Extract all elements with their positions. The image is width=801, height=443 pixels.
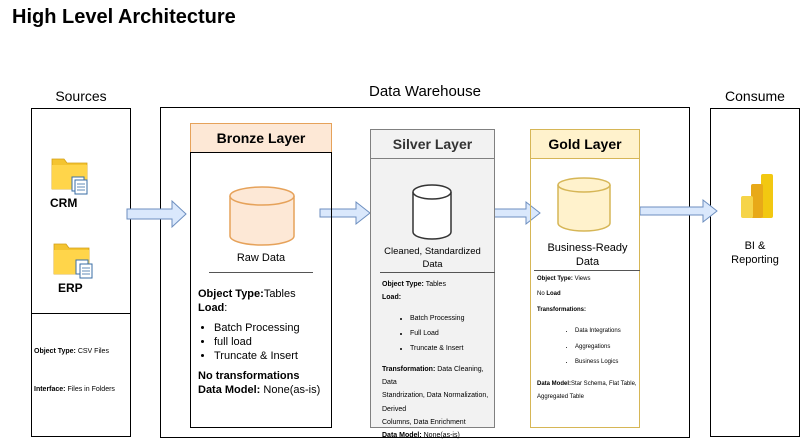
sources-title: Sources [55, 88, 107, 104]
bronze-object-type: Object Type:Tables [198, 288, 296, 300]
silver-transformation: Transformation: Data Cleaning, Data [382, 365, 484, 387]
bronze-layer-header: Bronze Layer [190, 123, 332, 153]
gold-caption: Business-Ready Data [547, 242, 628, 268]
silver-transformation-line: Columns, Data Enrichment [382, 418, 466, 426]
arrow-bronze-to-silver [319, 200, 371, 226]
gold-object-type: Object Type: Views [537, 276, 591, 282]
sources-interface: Interface: Files in Folders [34, 386, 115, 393]
source-crm-label: CRM [50, 196, 78, 210]
gold-transformations: Transformations: [537, 306, 587, 313]
database-icon [412, 184, 452, 240]
consume-title: Consume [725, 88, 785, 104]
bronze-transformations: No transformations [198, 370, 300, 382]
gold-load: No Load [537, 291, 561, 298]
consume-panel [710, 108, 800, 437]
bronze-layer-panel [190, 152, 332, 428]
silver-load-list: Batch Processing Full Load Truncate & In… [382, 311, 494, 357]
list-item: Data Integrations [575, 324, 639, 340]
silver-load: Load: [382, 294, 402, 302]
arrow-gold-to-consume [639, 198, 718, 224]
gold-transform-list: Data Integrations Aggregations Business … [537, 324, 639, 371]
warehouse-panel [160, 107, 690, 438]
source-erp-label: ERP [58, 281, 83, 295]
gold-divider [534, 270, 640, 271]
gold-layer-panel [530, 158, 640, 428]
sources-object-type: Object Type: CSV Files [34, 348, 109, 355]
sources-divider [32, 313, 130, 314]
silver-object-type: Object Type: Tables [382, 281, 446, 288]
warehouse-title: Data Warehouse [368, 83, 481, 100]
bronze-load-list: Batch Processing full load Truncate & In… [198, 321, 328, 363]
gold-details: Object Type: Views No Load Transformatio… [537, 274, 639, 404]
list-item: Batch Processing [214, 321, 328, 335]
page-title: High Level Architecture [12, 6, 236, 28]
folder-icon [51, 158, 88, 195]
bronze-data-model: Data Model: None(as-is) [198, 384, 321, 396]
silver-details: Object Type: Tables Load: Batch Processi… [382, 278, 494, 443]
silver-caption: Cleaned, Standardized Data [384, 246, 481, 270]
gold-data-model: Data Model:Star Schema, Flat Table, [537, 380, 637, 387]
list-item: full load [214, 335, 328, 349]
power-bi-icon [741, 174, 773, 218]
list-item: Truncate & Insert [214, 349, 328, 363]
arrow-sources-to-bronze [126, 199, 187, 229]
list-item: Truncate & Insert [410, 341, 494, 356]
silver-transformation-line: Standrization, Data Normalization, Deriv… [382, 392, 489, 413]
bronze-load: Load: [198, 302, 228, 314]
arrow-silver-to-gold [491, 200, 541, 226]
silver-layer-header: Silver Layer [370, 129, 495, 159]
consume-item-label: BI & Reporting [731, 240, 779, 266]
silver-data-model: Data Model: None(as-is) [382, 432, 460, 440]
bronze-divider [209, 272, 313, 273]
list-item: Aggregations [575, 340, 639, 356]
bronze-caption: Raw Data [236, 252, 286, 264]
bronze-details: Object Type:Tables Load: Batch Processin… [198, 287, 328, 397]
database-icon [557, 177, 611, 232]
gold-layer-header: Gold Layer [530, 129, 640, 159]
silver-divider [380, 272, 495, 273]
sources-panel [31, 108, 131, 437]
folder-icon [53, 243, 93, 279]
list-item: Full Load [410, 326, 494, 341]
gold-data-model-line: Aggregated Table [537, 394, 584, 401]
database-icon [229, 186, 295, 246]
list-item: Batch Processing [410, 311, 494, 326]
list-item: Business Logics [575, 355, 639, 371]
